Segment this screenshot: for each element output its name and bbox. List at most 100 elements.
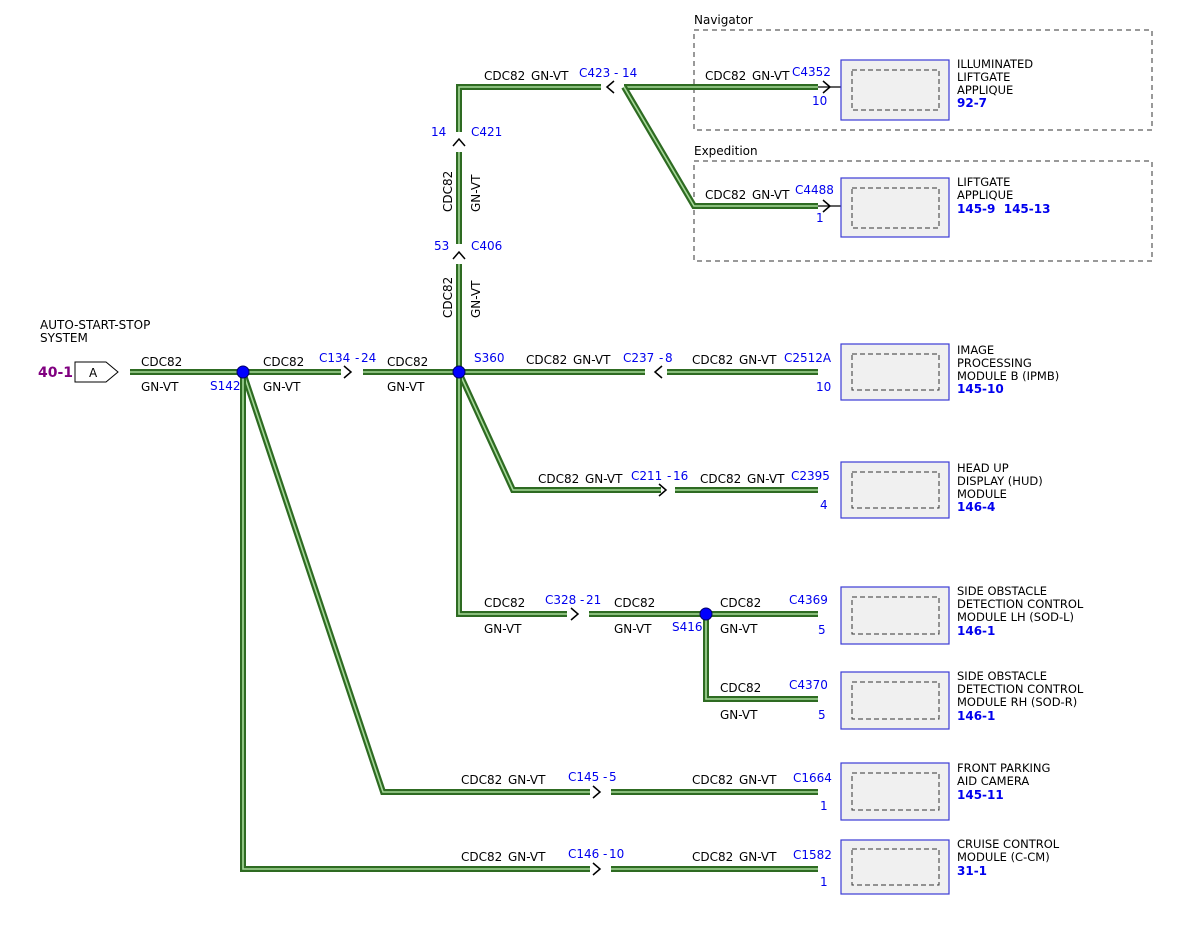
component-ref-link[interactable]: 145-11 <box>957 788 1004 802</box>
connector-id-c406[interactable]: C406 <box>471 239 502 253</box>
connector-pin-separator: - <box>355 351 359 365</box>
connector-arrow <box>452 250 466 260</box>
component-connector-id[interactable]: C1664 <box>793 771 832 785</box>
component-cruise-control-module[interactable]: C1582 1 CRUISE CONTROL MODULE (C-CM) 31-… <box>793 837 1060 895</box>
wire-color-label: GN-VT <box>387 380 425 394</box>
connector-pin-c211: 16 <box>673 469 688 483</box>
component-pin: 1 <box>820 799 828 813</box>
wire-segment-core <box>458 86 601 132</box>
component-hud[interactable]: C2395 4 HEAD UP DISPLAY (HUD) MODULE 146… <box>791 461 1043 519</box>
component-name-line: PROCESSING <box>957 356 1032 370</box>
source-pin-label: A <box>89 366 98 380</box>
component-front-parking-aid-camera[interactable]: C1664 1 FRONT PARKING AID CAMERA 145-11 <box>793 761 1050 821</box>
component-ref-link[interactable]: 146-1 <box>957 624 995 638</box>
connector-pin-separator: - <box>603 847 607 861</box>
component-ref-link[interactable]: 145-9 145-13 <box>957 202 1050 216</box>
component-ref-link[interactable]: 145-10 <box>957 382 1004 396</box>
connector-arrow <box>592 785 602 799</box>
component-pin: 10 <box>812 94 827 108</box>
component-connector-id[interactable]: C2395 <box>791 469 830 483</box>
wire-color-label: GN-VT <box>720 622 758 636</box>
component-name-line: IMAGE <box>957 343 994 357</box>
option-group-title: Navigator <box>694 13 753 27</box>
component-pin: 5 <box>818 708 826 722</box>
component-sod-r[interactable]: C4370 5 SIDE OBSTACLE DETECTION CONTROL … <box>789 669 1084 730</box>
wire-circuit-label: CDC82 <box>538 472 579 486</box>
wire-circuit-label: CDC82 <box>705 188 746 202</box>
component-name-line: DETECTION CONTROL <box>957 597 1084 611</box>
wire-color-label: GN-VT <box>752 69 790 83</box>
connector-arrow <box>658 483 668 497</box>
splice-label-s416: S416 <box>672 620 703 634</box>
component-box <box>840 343 950 401</box>
wire-segment-core <box>623 86 818 207</box>
splice-dot-s416[interactable] <box>699 607 713 621</box>
component-name-line: CRUISE CONTROL <box>957 837 1060 851</box>
connector-pin-separator: - <box>659 351 663 365</box>
wire-circuit-label: CDC82 <box>700 472 741 486</box>
component-name-line: MODULE LH (SOD-L) <box>957 610 1074 624</box>
component-box <box>840 839 950 895</box>
component-sod-l[interactable]: C4369 5 SIDE OBSTACLE DETECTION CONTROL … <box>789 584 1084 645</box>
source-pin-box <box>74 361 119 383</box>
connector-pin-c237: 8 <box>665 351 673 365</box>
component-name-line: HEAD UP <box>957 461 1009 475</box>
connector-id-c328[interactable]: C328 <box>545 593 576 607</box>
component-pin: 1 <box>816 211 824 225</box>
wire-circuit-label: CDC82 <box>720 681 761 695</box>
option-group-title: Expedition <box>694 144 758 158</box>
component-name-line: FRONT PARKING <box>957 761 1050 775</box>
source-auto-start-stop[interactable]: AUTO-START-STOP SYSTEM 40-1 A <box>38 318 150 383</box>
connector-id-c146[interactable]: C146 <box>568 847 599 861</box>
component-liftgate-applique[interactable]: C4488 1 LIFTGATE APPLIQUE 145-9 145-13 <box>795 175 1050 238</box>
wire-color-label: GN-VT <box>263 380 301 394</box>
component-ref-link[interactable]: 146-4 <box>957 500 995 514</box>
source-ref[interactable]: 40-1 <box>38 365 73 381</box>
component-name-line: MODULE (C-CM) <box>957 850 1050 864</box>
component-connector-id[interactable]: C4352 <box>792 65 831 79</box>
component-name-line: AID CAMERA <box>957 774 1029 788</box>
component-box <box>840 762 950 821</box>
component-name-line: LIFTGATE <box>957 175 1010 189</box>
wire-layer <box>130 84 818 872</box>
wire-segment-core <box>458 372 567 615</box>
splice-dot-s142[interactable] <box>236 365 250 379</box>
connector-arrow <box>452 137 466 147</box>
connector-pin-c328: 21 <box>586 593 601 607</box>
component-connector-id[interactable]: C4488 <box>795 183 834 197</box>
component-connector-id[interactable]: C2512A <box>784 351 832 365</box>
connector-id-c237[interactable]: C237 <box>623 351 654 365</box>
component-inner-box <box>851 69 940 111</box>
component-ref-link[interactable]: 146-1 <box>957 709 995 723</box>
splice-layer: S142 S360 S416 <box>210 351 713 634</box>
wire-segment[interactable] <box>240 371 590 795</box>
component-inner-box <box>851 848 940 886</box>
wire-color-label: GN-VT <box>508 850 546 864</box>
wire-color-label: GN-VT <box>752 188 790 202</box>
connector-pin-c421: 14 <box>431 125 446 139</box>
component-connector-id[interactable]: C1582 <box>793 848 832 862</box>
component-ref-link[interactable]: 92-7 <box>957 96 987 110</box>
wire-circuit-label: CDC82 <box>692 850 733 864</box>
component-connector-id[interactable]: C4370 <box>789 678 828 692</box>
wire-color-label: GN-VT <box>573 353 611 367</box>
connector-id-c145[interactable]: C145 <box>568 770 599 784</box>
component-ipmb[interactable]: C2512A 10 IMAGE PROCESSING MODULE B (IPM… <box>784 343 1059 401</box>
splice-dot-s360[interactable] <box>452 365 466 379</box>
component-name-line: ILLUMINATED <box>957 57 1033 71</box>
component-inner-box <box>851 471 940 509</box>
connector-id-c421[interactable]: C421 <box>471 125 502 139</box>
connector-id-c211[interactable]: C211 <box>631 469 662 483</box>
component-connector-id[interactable]: C4369 <box>789 593 828 607</box>
component-illuminated-liftgate-applique[interactable]: C4352 10 ILLUMINATED LIFTGATE APPLIQUE 9… <box>792 57 1033 121</box>
wire-segment-core <box>458 371 661 491</box>
component-ref-link[interactable]: 31-1 <box>957 864 987 878</box>
wire-color-label: GN-VT <box>484 622 522 636</box>
component-name-line: LIFTGATE <box>957 70 1010 84</box>
connector-id-c423[interactable]: C423 <box>579 66 610 80</box>
connector-pin-separator: - <box>603 770 607 784</box>
connector-id-c134[interactable]: C134 <box>319 351 350 365</box>
connector-arrow <box>343 365 353 379</box>
wire-circuit-label: CDC82 <box>720 596 761 610</box>
